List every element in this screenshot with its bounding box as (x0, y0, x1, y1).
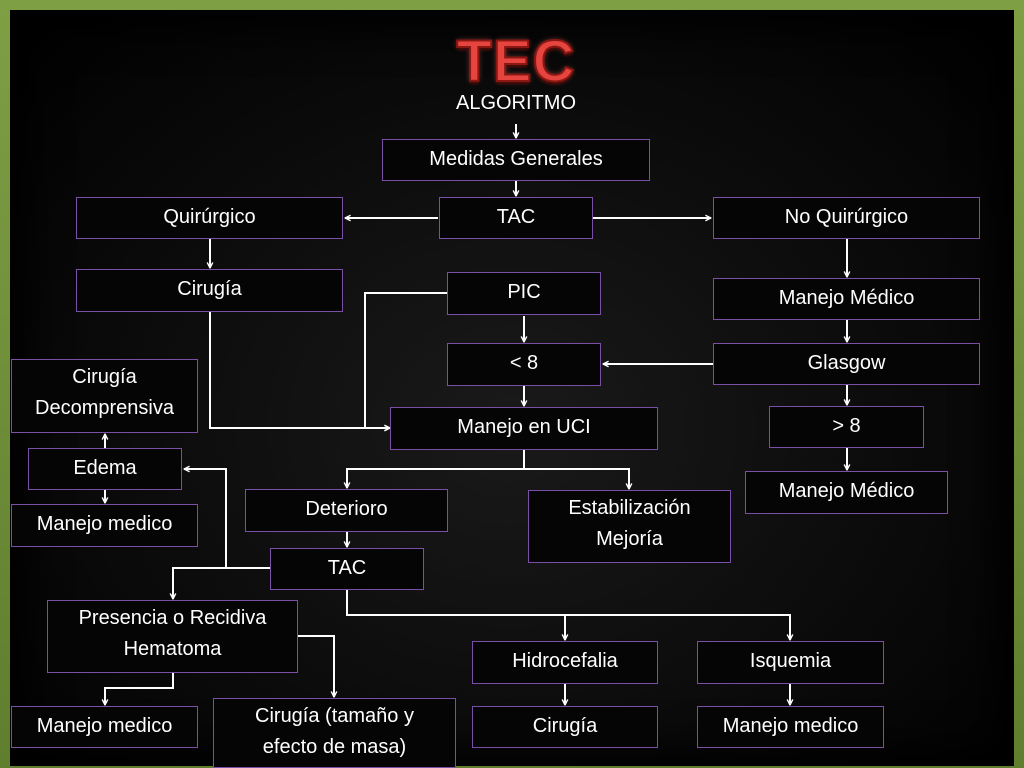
node-medidas-generales: Medidas Generales (382, 139, 650, 181)
connector-uci-estabilizacion (524, 468, 629, 489)
node-presencia-hematoma: Presencia o Recidiva Hematoma (47, 600, 298, 673)
node-manejo-medico-left: Manejo medico (11, 504, 198, 547)
node-tac-mid: TAC (270, 548, 424, 590)
connector-pic-uci (364, 292, 447, 428)
node-manejo-en-uci: Manejo en UCI (390, 407, 658, 450)
node-glasgow: Glasgow (713, 343, 980, 385)
diagram-subtitle: ALGORITMO (455, 92, 576, 114)
node-manejo-medico-right-2: Manejo Médico (745, 471, 948, 514)
node-menor-8: < 8 (447, 343, 601, 386)
node-estabilizacion-mejoria: Estabilización Mejoría (528, 490, 731, 563)
node-hidrocefalia: Hidrocefalia (472, 641, 658, 684)
connector-cirugia-uci (209, 312, 390, 428)
connector-hematoma-cirugia-masa (298, 635, 334, 697)
connector-uci-deterioro (347, 450, 525, 488)
diagram-title: TEC (456, 29, 576, 95)
connector-tac-hematoma (173, 567, 226, 599)
node-mayor-8: > 8 (769, 406, 924, 448)
node-quirurgico: Quirúrgico (76, 197, 343, 239)
node-manejo-medico-bottom-left: Manejo medico (11, 706, 198, 748)
node-tac-top: TAC (439, 197, 593, 239)
node-cirugia-bottom: Cirugía (472, 706, 658, 748)
connector-tac-edema (184, 469, 270, 569)
node-manejo-medico-right: Manejo Médico (713, 278, 980, 320)
node-cirugia-decompresiva: Cirugía Decomprensiva (11, 359, 198, 433)
node-isquemia: Isquemia (697, 641, 884, 684)
connector-tac-isquemia (565, 614, 790, 640)
connector-hematoma-manejo (105, 673, 174, 705)
node-manejo-medico-bottom-right: Manejo medico (697, 706, 884, 748)
connector-tac-hidrocefalia (346, 590, 565, 640)
node-cirugia-top: Cirugía (76, 269, 343, 312)
node-cirugia-masa: Cirugía (tamaño y efecto de masa) (213, 698, 456, 768)
node-deterioro: Deterioro (245, 489, 448, 532)
node-no-quirurgico: No Quirúrgico (713, 197, 980, 239)
node-edema: Edema (28, 448, 182, 490)
node-pic: PIC (447, 272, 601, 315)
